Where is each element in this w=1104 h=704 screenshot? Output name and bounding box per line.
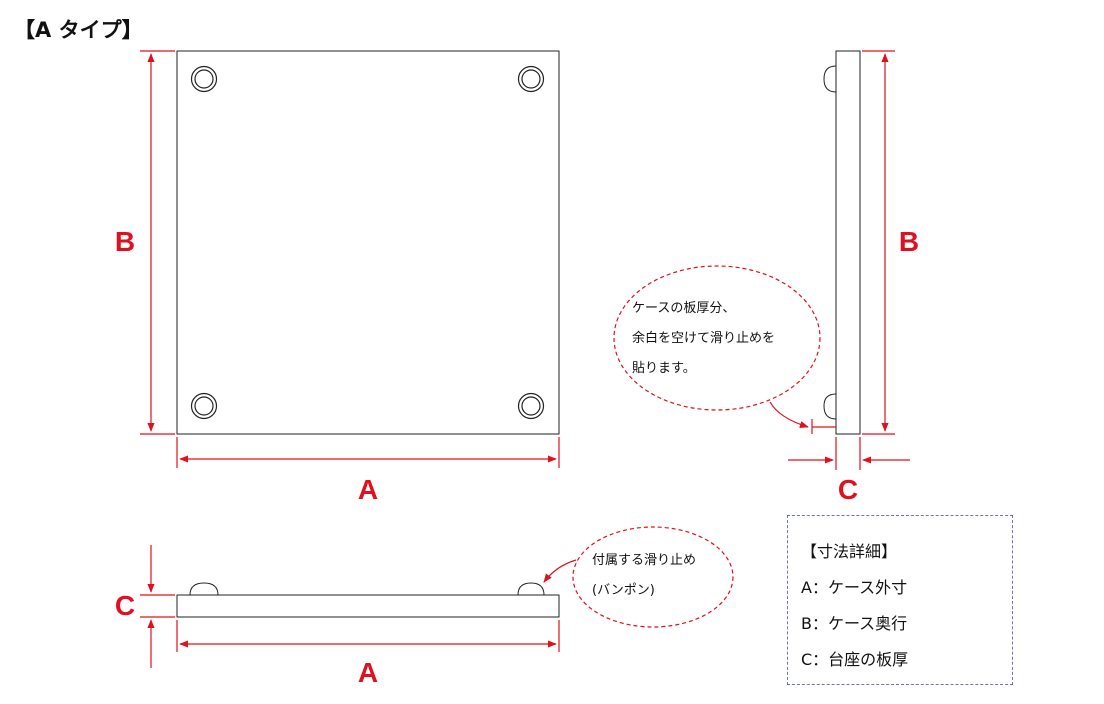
page-title: 【A タイプ】 — [14, 18, 143, 42]
bottom-foot-right — [517, 582, 545, 596]
front-label-a: A — [357, 474, 379, 505]
side-dimension-b — [862, 50, 895, 435]
side-panel — [835, 50, 861, 435]
front-dimension-b — [140, 50, 175, 435]
front-label-b: B — [114, 226, 136, 257]
bottom-callout-text: 付属する滑り止め (バンポン) — [592, 546, 696, 606]
front-foot-bottom-right — [517, 392, 545, 420]
bottom-callout-bubble — [572, 526, 734, 628]
bottom-label-c: C — [114, 590, 136, 621]
front-view — [140, 50, 560, 468]
front-foot-bottom-left — [190, 392, 218, 420]
legend-item-c: C：台座の板厚 — [801, 650, 909, 669]
side-dimension-c — [788, 437, 910, 470]
side-callout-line: 貼ります。 — [632, 361, 696, 376]
side-callout-line: 余白を空けて滑り止めを — [632, 331, 776, 346]
side-callout-line: ケースの板厚分、 — [632, 301, 736, 316]
bottom-callout-line: 付属する滑り止め — [592, 553, 697, 568]
side-callout-bubble — [613, 265, 821, 411]
legend-item-a: A：ケース外寸 — [801, 578, 908, 597]
legend-heading: 【寸法詳細】 — [801, 542, 898, 561]
side-gap-marker — [811, 419, 836, 434]
bottom-callout-line: (バンポン) — [592, 583, 655, 598]
dimension-legend: 【寸法詳細】 A：ケース外寸 B：ケース奥行 C：台座の板厚 — [787, 515, 1013, 685]
legend-item-b: B：ケース奥行 — [801, 614, 908, 633]
side-callout-text: ケースの板厚分、 余白を空けて滑り止めを 貼ります。 — [632, 294, 775, 384]
bottom-label-a: A — [357, 657, 379, 688]
front-panel — [176, 50, 560, 435]
side-label-b: B — [898, 226, 920, 257]
side-label-c: C — [837, 474, 859, 505]
side-foot-top — [823, 65, 837, 93]
bottom-dimension-c — [140, 545, 175, 668]
front-foot-top-right — [517, 65, 545, 93]
side-view — [613, 50, 910, 470]
front-foot-top-left — [190, 65, 218, 93]
bottom-view — [140, 526, 734, 668]
bottom-callout-pointer — [543, 559, 577, 583]
bottom-dimension-a — [176, 620, 560, 652]
side-callout-pointer — [769, 401, 809, 429]
bottom-panel — [176, 594, 560, 618]
bottom-foot-left — [189, 582, 219, 596]
side-foot-bottom — [823, 393, 837, 420]
front-dimension-a — [176, 437, 560, 468]
